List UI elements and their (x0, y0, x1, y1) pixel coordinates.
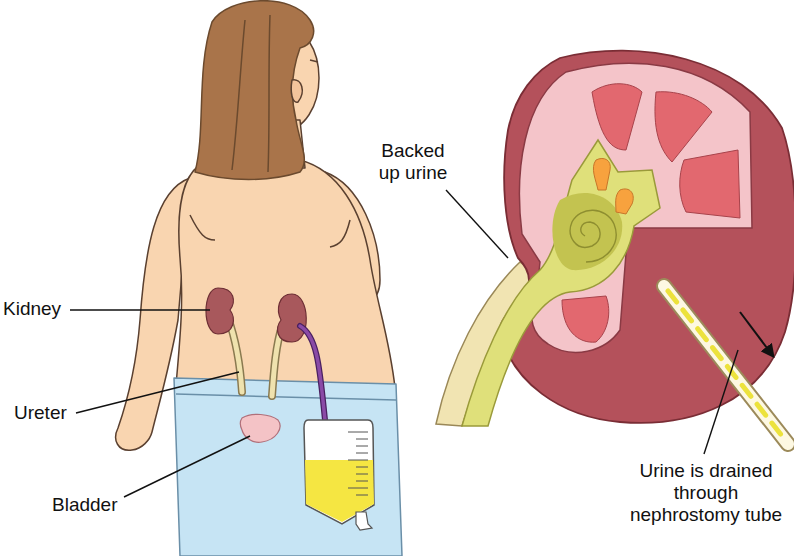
nephrostomy-tube (664, 286, 788, 444)
jeans (174, 378, 402, 556)
leader-line (704, 350, 738, 454)
kidney (278, 294, 307, 342)
nephrostomy-tube (300, 326, 325, 420)
calyx (616, 189, 634, 214)
hair-strand (268, 15, 270, 172)
leader-line (446, 190, 508, 258)
bag-nozzle (356, 512, 372, 530)
kidney (206, 288, 233, 334)
renal-pelvis (462, 140, 660, 426)
leader-line (76, 372, 239, 413)
leader-lines (70, 190, 738, 497)
person-figure (116, 1, 402, 556)
renal-pyramid (655, 92, 712, 162)
hair (195, 1, 314, 180)
part-label: Bladder (52, 494, 118, 516)
kidney-cross-section (436, 51, 794, 444)
drainage-bag (304, 420, 374, 530)
part-label: Kidney (3, 298, 61, 320)
leader-line (70, 309, 210, 310)
calyx (593, 158, 610, 190)
part-label: Backed up urine (372, 140, 454, 184)
renal-pyramid (562, 296, 609, 342)
eye (310, 60, 318, 62)
bag-ticks (348, 432, 368, 495)
kidney-outer (500, 51, 794, 423)
part-label: Urine is drained through nephrostomy tub… (624, 460, 788, 526)
flow-arrow (740, 312, 773, 356)
nephrostomy-tube (664, 286, 788, 444)
bag-body (304, 420, 374, 524)
torso (176, 160, 395, 388)
leader-line (124, 436, 250, 497)
pelvis-core (552, 193, 622, 270)
urinary-organs (206, 288, 325, 442)
hair-strand (232, 20, 245, 170)
nephrostomy-tube (300, 326, 325, 420)
skin-fold (330, 220, 350, 247)
ear (291, 80, 302, 102)
skin-fold (190, 215, 215, 240)
renal-pyramid (592, 84, 642, 150)
part-label: Ureter (14, 402, 67, 424)
renal-pyramid (680, 150, 740, 218)
waistband (176, 394, 396, 400)
pelvis-spiral (570, 210, 616, 262)
urine-flow (668, 291, 786, 441)
